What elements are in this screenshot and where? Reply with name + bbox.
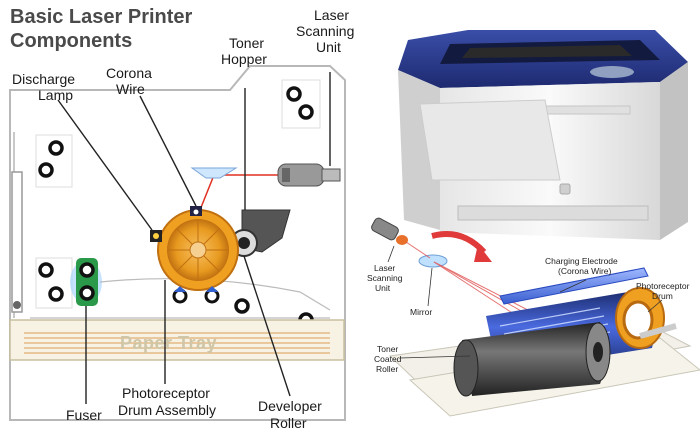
detail-label-laser-2: Scanning xyxy=(367,273,403,283)
fuser-unit xyxy=(70,258,102,306)
label-developer-roller-2: Roller xyxy=(270,415,307,431)
detail-label-laser-1: Laser xyxy=(374,263,396,273)
discharge-lamp xyxy=(150,230,162,242)
mirror-prism xyxy=(190,167,238,179)
exit-roller xyxy=(13,301,21,309)
photoreceptor-drum xyxy=(157,209,239,291)
label-laser-scanning-unit-2: Scanning xyxy=(296,23,355,39)
label-corona-wire-2: Wire xyxy=(116,81,145,97)
label-laser-scanning-unit-1: Laser xyxy=(314,7,350,23)
detail-label-toner-1: Toner xyxy=(377,344,399,354)
detail-label-drum-2: Drum xyxy=(652,291,673,301)
printer-product-image xyxy=(398,30,688,240)
label-developer-roller-1: Developer xyxy=(258,398,322,414)
detail-label-mirror: Mirror xyxy=(410,307,433,317)
label-photoreceptor-assembly-2: Drum Assembly xyxy=(118,402,217,418)
label-corona-wire-1: Corona xyxy=(106,65,152,81)
corona-wire xyxy=(190,206,202,216)
leader-lines xyxy=(57,72,331,404)
label-toner-hopper-1: Toner xyxy=(229,35,265,51)
laser-path xyxy=(190,167,285,211)
detail-label-laser-3: Unit xyxy=(375,283,391,293)
roller-pair-upper-right xyxy=(281,79,321,129)
label-paper-tray: Paper Tray xyxy=(120,333,218,353)
detail-label-charging-1: Charging Electrode xyxy=(545,256,618,266)
laser-scanning-unit xyxy=(277,163,341,187)
detail-label-toner-3: Roller xyxy=(376,364,399,374)
label-discharge-lamp-1: Discharge xyxy=(12,71,76,87)
roller-pair-lower-left xyxy=(35,257,73,309)
label-photoreceptor-assembly-1: Photoreceptor xyxy=(122,385,210,401)
paper-tray-box xyxy=(9,319,345,361)
exit-slot xyxy=(11,171,23,313)
detail-label-charging-2: (Corona Wire) xyxy=(558,266,612,276)
diagram-title-line-1: Basic Laser Printer xyxy=(10,6,193,28)
label-toner-hopper-2: Hopper xyxy=(221,51,267,67)
diagram-title-line-2: Components xyxy=(10,30,133,52)
roller-pair-upper-left xyxy=(35,134,73,188)
label-laser-scanning-unit-3: Unit xyxy=(316,39,341,55)
label-fuser: Fuser xyxy=(66,407,102,423)
detail-label-toner-2: Coated xyxy=(374,354,402,364)
transfer-rollers xyxy=(172,286,220,304)
label-discharge-lamp-2: Lamp xyxy=(38,87,74,103)
detail-label-drum-1: Photoreceptor xyxy=(636,281,690,291)
detail-illustration xyxy=(371,217,700,417)
